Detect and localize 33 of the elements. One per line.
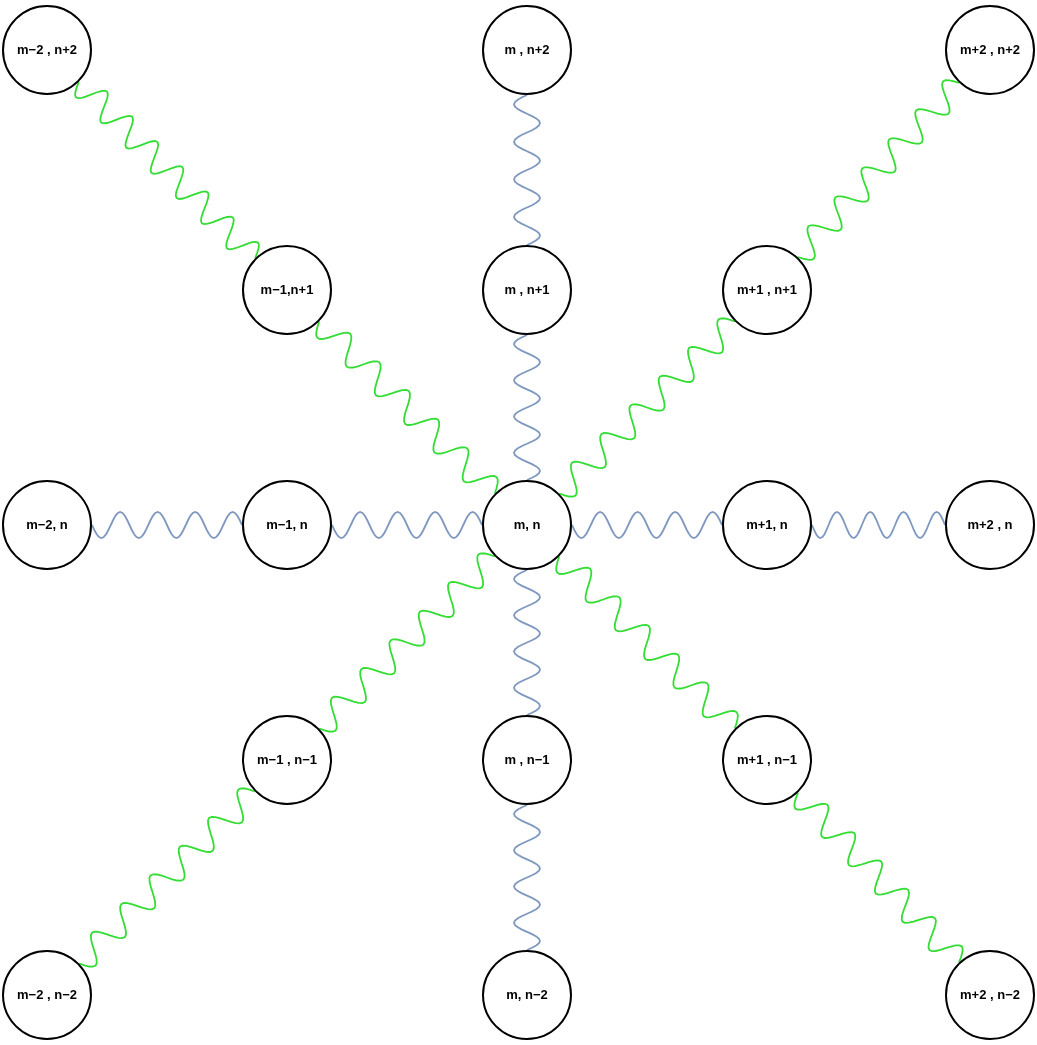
- spring-connector: [796, 79, 961, 261]
- node-label: m , n+1: [504, 281, 550, 300]
- node-label: m−1,n+1: [260, 281, 314, 300]
- node-label: m , n+2: [504, 41, 550, 60]
- node-label: m, n: [513, 516, 541, 535]
- node-label: m+1 , n+1: [737, 281, 797, 300]
- spring-connector: [78, 787, 256, 968]
- node-label: m+1, n: [746, 516, 788, 535]
- node-label: m , n−1: [504, 751, 550, 770]
- node-label: m−2 , n+2: [17, 41, 77, 60]
- node-label: m−1 , n−1: [257, 751, 317, 770]
- spring-connector: [74, 80, 260, 260]
- node-label: m−1, n: [266, 516, 308, 535]
- spring-connector: [513, 804, 541, 951]
- spring-connector: [315, 320, 499, 495]
- spring-connector: [571, 511, 723, 539]
- spring-connector: [91, 511, 243, 539]
- spring-connector: [331, 511, 483, 539]
- spring-connector: [811, 511, 946, 539]
- node-label: m+2 , n−2: [960, 986, 1020, 1005]
- node-label: m−2 , n−2: [17, 986, 77, 1005]
- spring-connector: [558, 317, 736, 498]
- node-label: m, n−2: [506, 986, 548, 1005]
- spring-connector: [793, 791, 964, 964]
- spring-connector: [555, 555, 739, 730]
- node-label: m+2 , n+2: [960, 41, 1020, 60]
- node-label: m+2 , n: [967, 516, 1013, 535]
- spring-connector: [513, 334, 541, 481]
- node-label: m+1 , n−1: [737, 751, 797, 770]
- spring-connector: [318, 552, 496, 733]
- spring-connector: [513, 94, 541, 246]
- spring-connector: [513, 569, 541, 716]
- node-label: m−2, n: [26, 516, 68, 535]
